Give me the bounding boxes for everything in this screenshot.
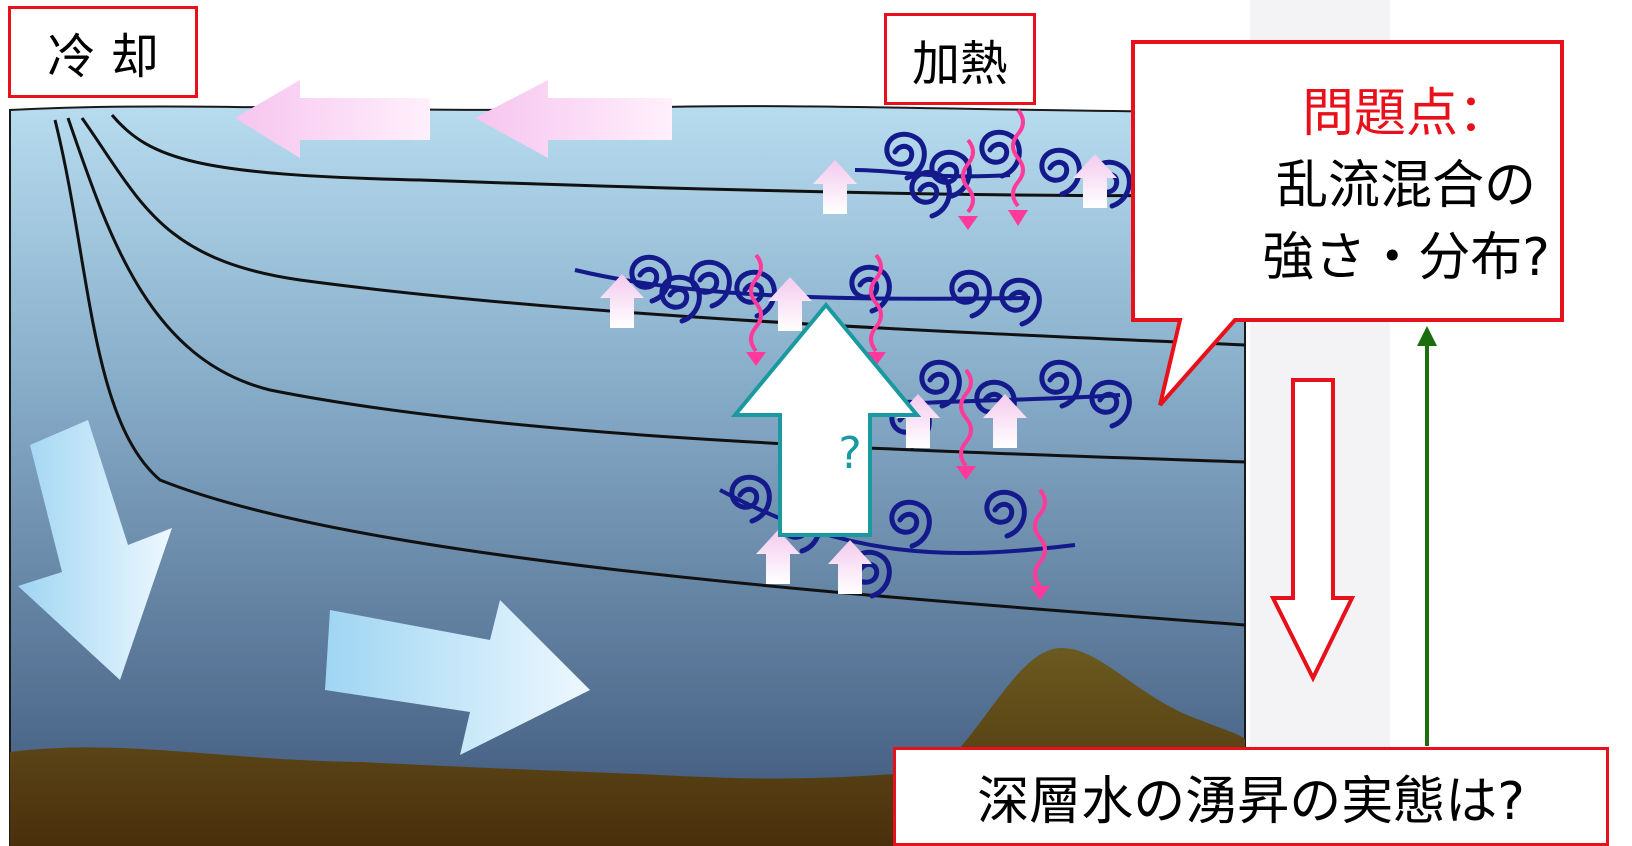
- upwelling-arrowhead: [1417, 326, 1437, 346]
- isopycnal-line-4: [53, 119, 1246, 627]
- isopycnal-line-3: [66, 117, 1246, 464]
- problem-line-1: 乱流混合の: [1275, 156, 1536, 216]
- deep-flow-arrow-icon: [325, 600, 590, 755]
- problem-callout: [1131, 40, 1564, 407]
- upwelling-question-text: 深層水の湧昇の実態は?: [977, 772, 1525, 832]
- unknown-question-mark: ?: [838, 428, 862, 479]
- upwelling-question-label: 深層水の湧昇の実態は?: [893, 747, 1609, 846]
- sinking-arrow-icon: [18, 420, 172, 680]
- eddy-icon: [719, 477, 1076, 596]
- isopycnal-lines: [53, 114, 1246, 627]
- eddy-icon: [854, 132, 1129, 216]
- problem-callout-text: 問題点： 乱流混合の 強さ・分布?: [1184, 78, 1628, 294]
- heating-text: 加熱: [911, 36, 1008, 92]
- problem-line-2: 強さ・分布?: [1262, 228, 1550, 288]
- cooling-text: 冷 却: [47, 29, 159, 85]
- wind-arrow-left-icon: [235, 80, 430, 158]
- cooling-label: 冷 却: [8, 6, 198, 98]
- unknown-upwelling-arrow-icon: [730, 301, 922, 537]
- problem-title: 問題点：: [1301, 84, 1510, 144]
- heating-label: 加熱: [884, 13, 1036, 105]
- downwelling-arrow-icon: [1269, 378, 1356, 683]
- wavy-arrow-heads: [746, 210, 1050, 600]
- isopycnal-line-2: [80, 117, 1246, 347]
- downward-wavy-arrow-icon: [749, 108, 1047, 588]
- wind-arrow-left-icon: [475, 80, 672, 158]
- isopycnal-line-1: [110, 114, 1246, 198]
